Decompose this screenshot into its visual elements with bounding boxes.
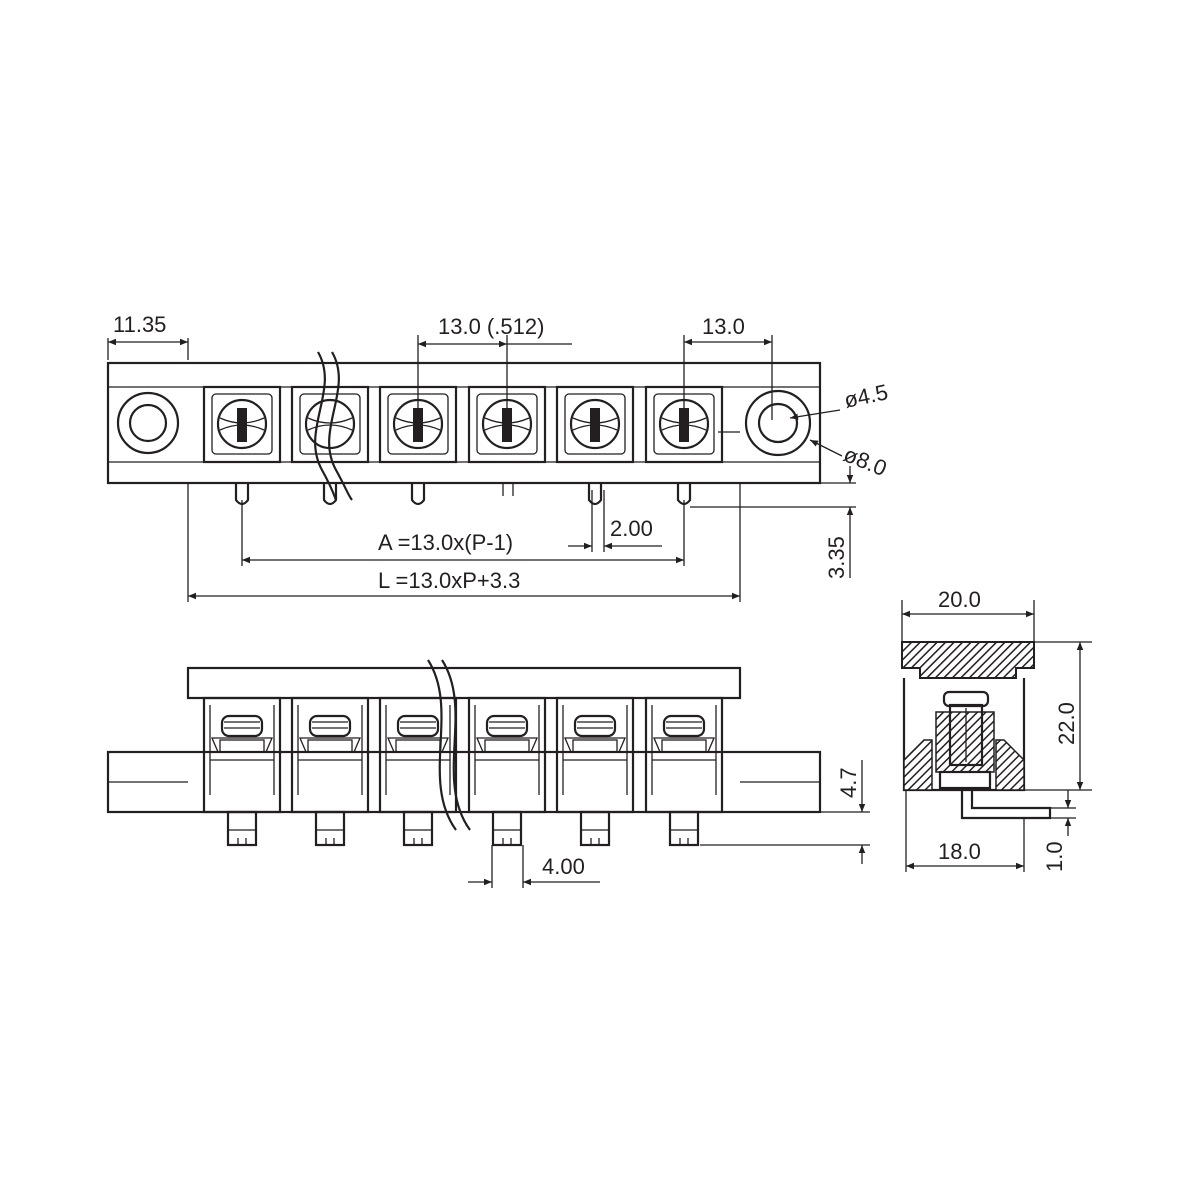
dim-end-offset: 11.35: [113, 312, 166, 337]
dim-a-formula: A =13.0x(P-1): [378, 530, 513, 555]
front-cell: [290, 696, 370, 814]
dim-pin-pitch: 4.00: [542, 854, 585, 879]
screw-head: [308, 714, 352, 738]
screw-head: [485, 714, 529, 738]
dim-side-width-bottom: 18.0: [938, 839, 981, 864]
screw-slot: [237, 408, 247, 442]
terminal-cell: [555, 385, 635, 464]
right-mount-hole: [744, 389, 812, 457]
screw-head: [662, 714, 706, 738]
top-view-body: [106, 361, 822, 485]
dim-front-height: 4.7: [836, 767, 861, 798]
screw-slot: [590, 408, 600, 442]
dim-l-formula: L =13.0xP+3.3: [378, 568, 520, 593]
dim-pin-spacing: 2.00: [610, 516, 653, 541]
front-cell: [555, 696, 635, 814]
pin: [502, 483, 514, 496]
terminal-cells: [202, 385, 724, 464]
front-base: [106, 750, 822, 814]
dim-pitch-inch: 13.0 (.512): [438, 314, 544, 339]
screw-head: [396, 714, 440, 738]
top-view: 11.35 13.0 (.512) 13.0 ø4.5 ø8.0 3.35 2.…: [106, 312, 890, 602]
dim-pitch-right: 13.0: [702, 314, 745, 339]
dim-tail: 1.0: [1042, 841, 1067, 872]
front-pin: [668, 810, 700, 847]
dim-hole-small: ø4.5: [842, 379, 890, 413]
front-terminal-cells: [202, 696, 724, 814]
front-pin: [579, 810, 611, 847]
front-pin: [402, 810, 434, 847]
dim-hole-large: ø8.0: [840, 441, 890, 481]
left-mount-hole: [116, 391, 180, 455]
screw-slot: [413, 408, 423, 442]
front-top-bar: [186, 666, 742, 700]
screw-head: [573, 714, 617, 738]
front-pin: [491, 810, 523, 847]
dim-side-height: 22.0: [1054, 702, 1079, 745]
pin: [587, 483, 603, 506]
screw-head: [220, 714, 264, 738]
pin: [322, 483, 338, 506]
screw-slot: [679, 408, 689, 442]
side-view: 20.0 22.0 18.0 1.0: [901, 587, 1092, 872]
front-cell: [378, 696, 458, 814]
front-cell: [202, 696, 282, 814]
front-cell: [644, 696, 724, 814]
pin: [410, 483, 426, 506]
front-view-pins: [226, 810, 700, 847]
screw-slot: [502, 408, 512, 442]
front-cell: [467, 696, 547, 814]
dim-pin-length: 3.35: [824, 536, 849, 579]
dim-side-width-top: 20.0: [938, 587, 981, 612]
front-view: 4.7 4.00: [106, 659, 870, 888]
terminal-cell: [202, 385, 282, 464]
top-view-pins: [234, 483, 692, 506]
front-pin: [226, 810, 258, 847]
front-pin: [314, 810, 346, 847]
